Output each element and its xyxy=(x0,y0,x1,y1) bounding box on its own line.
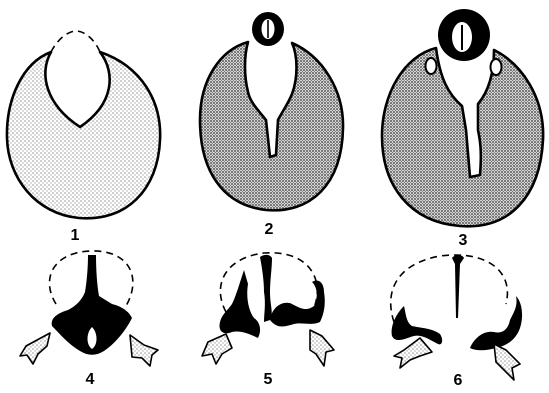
neural-crest-right-3 xyxy=(491,59,502,75)
neural-plate-3 xyxy=(382,48,543,226)
panel-label-3: 3 xyxy=(459,232,468,249)
ganglion-left-4 xyxy=(20,333,50,364)
outline-dashed-6 xyxy=(391,255,508,322)
ganglion-left-5 xyxy=(202,334,232,364)
panel-1: 1 xyxy=(7,31,160,244)
panel-label-1: 1 xyxy=(71,227,80,244)
right-mass-5 xyxy=(270,280,325,326)
panel-5: 5 xyxy=(202,253,334,388)
neural-fold-gap-1 xyxy=(51,31,100,52)
panel-label-6: 6 xyxy=(454,372,463,389)
neural-plate-1 xyxy=(7,52,160,218)
left-mass-5 xyxy=(220,270,261,338)
neural-plate-2 xyxy=(200,42,343,210)
ganglion-left-6 xyxy=(394,338,432,368)
neural-crest-left-3 xyxy=(426,58,437,74)
panel-3: 3 xyxy=(382,9,543,249)
midline-mass-5 xyxy=(260,255,272,322)
ganglion-right-6 xyxy=(494,344,520,380)
left-mass-6 xyxy=(392,306,443,344)
right-mass-6 xyxy=(470,296,522,350)
panel-label-5: 5 xyxy=(264,371,273,388)
panel-6: 6 xyxy=(391,255,522,389)
panel-2: 2 xyxy=(200,12,343,238)
ganglion-right-5 xyxy=(310,330,334,366)
panel-label-4: 4 xyxy=(86,371,95,388)
panel-4: 4 xyxy=(20,251,158,388)
panel-label-2: 2 xyxy=(265,221,274,238)
ganglion-right-4 xyxy=(130,335,158,366)
tissue-mass-4 xyxy=(52,255,132,355)
midline-septum-6 xyxy=(452,255,464,318)
